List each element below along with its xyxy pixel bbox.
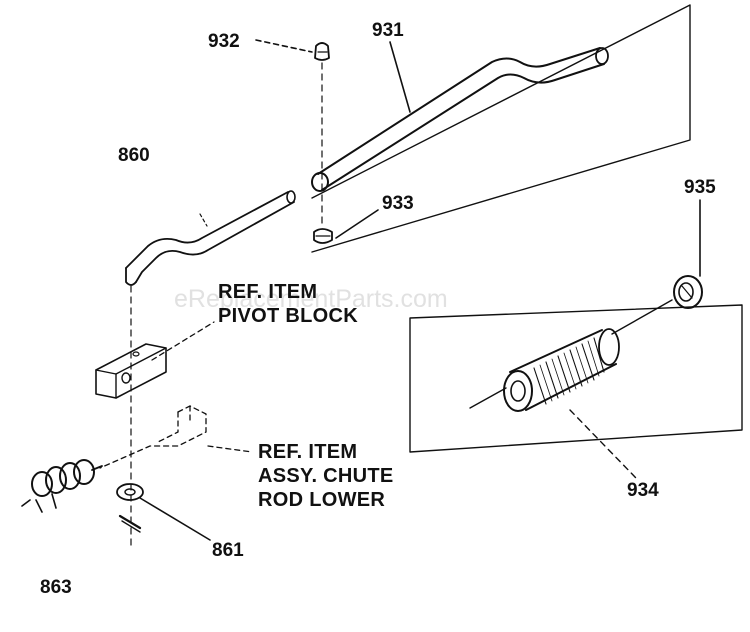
part-number-933: 933: [382, 193, 414, 214]
callout-chute-rod-line-2: ASSY. CHUTE: [258, 465, 394, 487]
callout-chute-rod: REF. ITEM ASSY. CHUTE ROD LOWER: [258, 441, 394, 511]
callout-chute-rod-line-3: ROD LOWER: [258, 489, 385, 511]
leader-931: [389, 41, 411, 113]
part-number-860: 860: [118, 145, 150, 166]
watermark-text: eReplacementParts.com: [174, 285, 448, 313]
pivot-block: [95, 343, 167, 399]
callout-pivot-block-line-2: PIVOT BLOCK: [218, 305, 358, 327]
callout-pivot-block: REF. ITEM PIVOT BLOCK: [218, 281, 358, 327]
screw-932: [314, 42, 330, 61]
rod-panel-outline: [311, 4, 691, 253]
leader-861: [139, 497, 211, 541]
roller-934: [503, 328, 620, 412]
axis-934-left: [469, 387, 507, 409]
part-number-861: 861: [212, 540, 244, 561]
leader-933: [335, 209, 379, 239]
leader-932: [255, 39, 313, 53]
roller-panel-outline: [409, 304, 743, 453]
rod-860: [125, 190, 296, 286]
leader-pivot-block: [151, 321, 215, 361]
part-number-935: 935: [684, 177, 716, 198]
leader-934: [569, 409, 637, 479]
cotter-pin: [118, 514, 142, 533]
bushing-935: [673, 275, 703, 309]
leader-chute-rod: [207, 445, 253, 453]
chute-rod-lower: [99, 405, 207, 469]
rod-931: [311, 47, 609, 192]
callout-chute-rod-line-1: REF. ITEM: [258, 441, 357, 463]
part-number-932: 932: [208, 31, 240, 52]
callout-pivot-block-line-1: REF. ITEM: [218, 281, 317, 303]
washer-861: [116, 483, 144, 501]
part-number-934: 934: [627, 480, 659, 501]
spring-863: [21, 459, 103, 513]
nut-933: [313, 228, 333, 244]
part-number-931: 931: [372, 20, 404, 41]
axis-935-934: [611, 299, 673, 335]
part-number-863: 863: [40, 577, 72, 598]
